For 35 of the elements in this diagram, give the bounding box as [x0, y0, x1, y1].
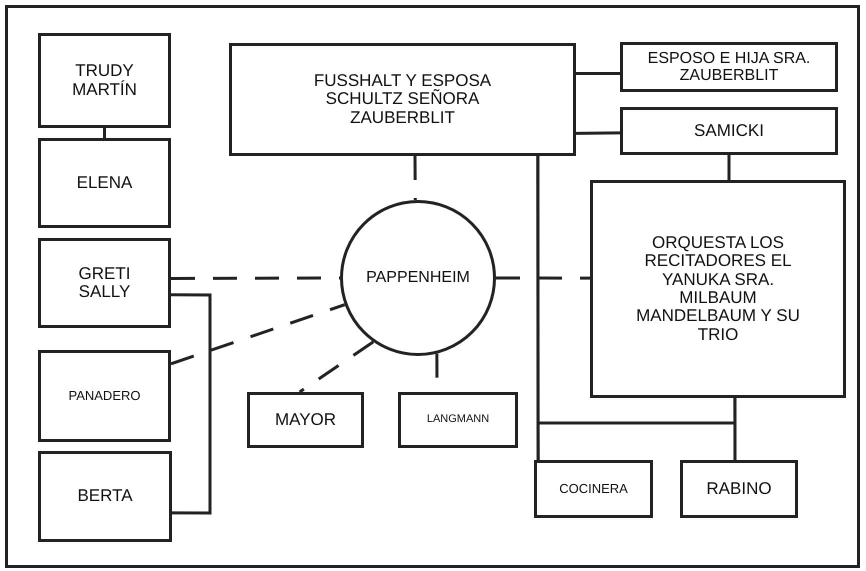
- person-box: [38, 238, 171, 328]
- connector-line: [576, 131, 620, 135]
- person-box: [620, 42, 838, 92]
- connector-line: [103, 128, 106, 138]
- person-name: COCINERA: [559, 482, 628, 496]
- person-box: [534, 460, 653, 518]
- connector-line: [576, 72, 620, 75]
- person-name: GRETI SALLY: [78, 264, 132, 302]
- connector-line: [170, 293, 212, 514]
- connector-line: [728, 155, 730, 180]
- person-name: ELENA: [76, 174, 132, 192]
- person-box: [38, 451, 172, 542]
- person-name: ORQUESTA LOS RECITADORES EL YANUKA SRA. MILBAUM MANDELBAUM Y SU TRIO: [635, 234, 801, 344]
- person-box: [590, 180, 846, 398]
- person-name: PANADERO: [68, 388, 140, 404]
- person-box: [398, 392, 518, 448]
- person-name: PAPPENHEIM: [366, 269, 470, 287]
- person-box: [680, 460, 798, 518]
- person-name: LANGMANN: [426, 414, 490, 426]
- dashed-connector: [298, 340, 374, 394]
- person-box: [620, 107, 838, 155]
- person-box: [38, 33, 171, 128]
- connector-line: [536, 398, 736, 460]
- person-box: [38, 138, 171, 228]
- person-name: TRUDY MARTÍN: [71, 62, 138, 99]
- person-name: FUSSHALT Y ESPOSA SCHULTZ SEÑORA ZAUBERBLIT: [312, 72, 492, 128]
- person-box: [247, 392, 364, 448]
- person-name: BERTA: [77, 487, 133, 506]
- person-name: RABINO: [706, 480, 772, 498]
- person-name: SAMICKI: [694, 122, 764, 140]
- person-box: [229, 43, 576, 156]
- person-name: ESPOSO E HIJA SRA. ZAUBERBLIT: [646, 50, 812, 84]
- connector-line: [536, 156, 736, 460]
- person-box: [38, 350, 171, 442]
- person-name: MAYOR: [274, 410, 336, 430]
